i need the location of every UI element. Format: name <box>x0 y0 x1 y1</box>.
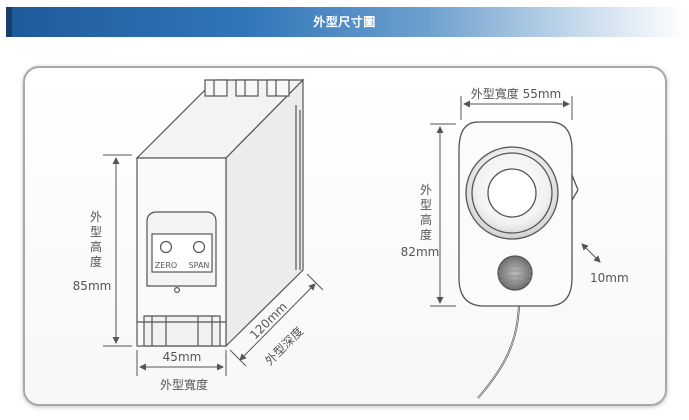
right-height-char-2: 型 <box>420 198 432 212</box>
transmitter-device <box>135 78 305 348</box>
span-button-label: SPAN <box>189 261 210 270</box>
left-height-char-4: 度 <box>90 254 102 269</box>
right-height-char-3: 高 <box>420 212 432 227</box>
right-width-label: 外型寬度 55mm <box>471 86 561 101</box>
left-width-dimension <box>136 350 227 376</box>
zero-button-label: ZERO <box>155 261 177 270</box>
right-height-char-1: 外 <box>420 183 432 197</box>
thickness-dimension <box>581 243 601 263</box>
page-title: 外型尺寸圖 <box>313 15 376 29</box>
header-accent <box>6 7 12 37</box>
sensor-device <box>458 121 579 399</box>
right-height-dimension <box>430 123 456 307</box>
header-bar <box>6 7 686 37</box>
right-height-value: 82mm <box>401 245 440 259</box>
left-height-char-1: 外 <box>90 210 102 224</box>
left-width-label: 外型寬度 <box>160 377 208 392</box>
left-height-dimension <box>103 154 132 347</box>
left-depth-dimension <box>229 273 324 367</box>
left-height-char-3: 高 <box>90 239 102 254</box>
left-height-value: 85mm <box>73 279 112 293</box>
right-height-char-4: 度 <box>420 227 432 242</box>
left-height-char-2: 型 <box>90 225 102 239</box>
right-width-dimension <box>460 96 573 120</box>
left-width-value: 45mm <box>163 350 202 364</box>
thickness-value: 10mm <box>590 271 629 285</box>
